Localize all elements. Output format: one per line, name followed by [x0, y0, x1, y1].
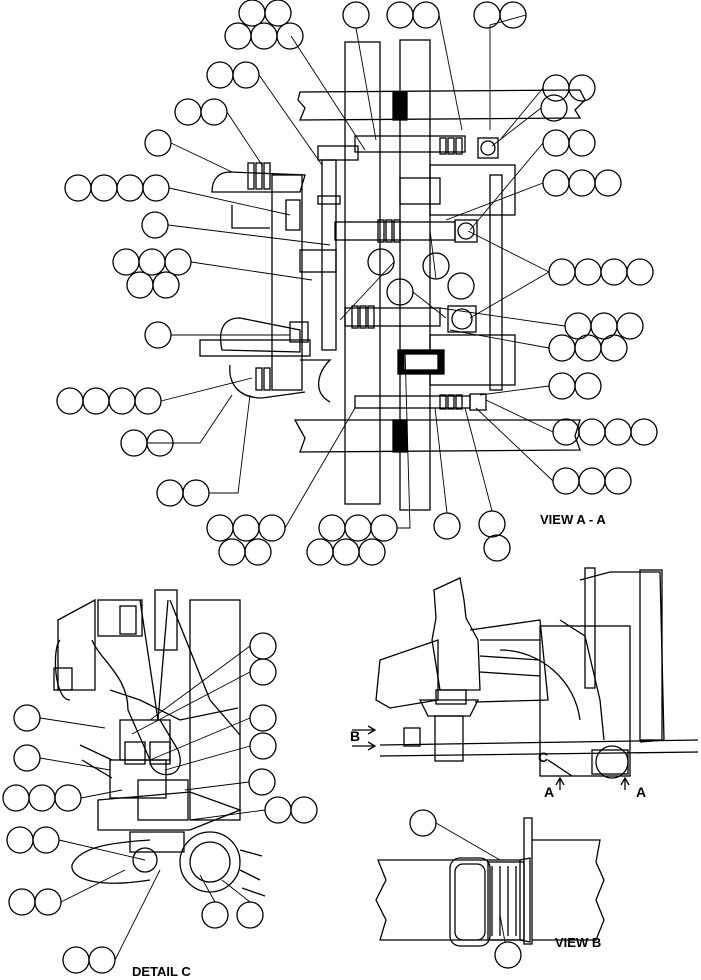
machine-side-view — [375, 567, 699, 779]
detail-c-title: DETAIL C — [132, 964, 191, 979]
detail-c-leaders — [39, 645, 266, 961]
arrow-markers — [352, 725, 630, 790]
view-b-title: VIEW B — [555, 935, 602, 950]
view-a-a-leaders — [147, 14, 566, 529]
detail-c-callouts — [2, 632, 318, 974]
marker-c: C — [538, 749, 549, 765]
view-a-a-drawing — [199, 39, 586, 511]
marker-a-right: A — [636, 784, 647, 800]
view-a-a-title: VIEW A - A — [540, 512, 606, 527]
marker-b: B — [350, 728, 361, 744]
view-b-drawing — [375, 817, 605, 947]
view-b-leaders — [435, 822, 506, 943]
detail-c-drawing — [53, 589, 266, 897]
marker-a-left: A — [544, 784, 555, 800]
view-b-callouts — [409, 809, 522, 969]
view-a-a-callouts — [56, 0, 658, 566]
